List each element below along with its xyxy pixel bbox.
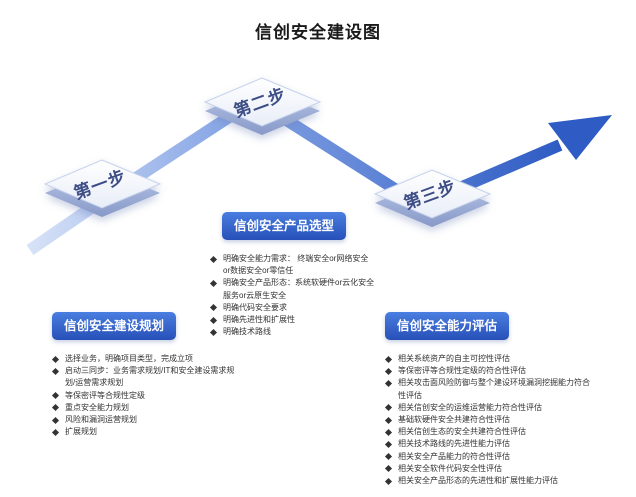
evaluation-list: 相关系统资产的自主可控性评估 等保密评等合规性定级的符合性评估 相关攻击面风险防…: [385, 353, 595, 487]
list-item: 相关安全产品形态的先进性和扩展性能力评估: [385, 475, 595, 487]
list-item: 明确安全能力需求： 终端安全or网络安全or数据安全or零信任: [210, 253, 375, 277]
list-item: 相关系统资产的自主可控性评估: [385, 353, 595, 365]
list-item: 明确技术路线: [210, 326, 375, 338]
arrow-head-icon: [548, 115, 612, 160]
list-item: 明确代码安全要求: [210, 302, 375, 314]
step-3-tile: 第三步: [373, 169, 492, 227]
list-item: 启动三同步：业务需求规划/IT和安全建设需求规划/运营需求规划: [52, 365, 242, 389]
page-title: 信创安全建设图: [255, 23, 381, 42]
list-item: 相关攻击面风险防御与整个建设环境漏洞挖掘能力符合性评估: [385, 377, 595, 401]
step-2-tile: 第二步: [203, 77, 322, 135]
selection-list: 明确安全能力需求： 终端安全or网络安全or数据安全or零信任 明确安全产品形态…: [210, 253, 375, 338]
list-item: 选择业务，明确项目类型，完成立项: [52, 353, 242, 365]
evaluation-heading: 信创安全能力评估: [385, 312, 509, 340]
selection-heading: 信创安全产品选型: [222, 212, 346, 240]
step-1-tile: 第一步: [43, 159, 162, 217]
list-item: 明确先进性和扩展性: [210, 314, 375, 326]
planning-list: 选择业务，明确项目类型，完成立项 启动三同步：业务需求规划/IT和安全建设需求规…: [52, 353, 242, 438]
list-item: 相关安全产品能力的符合性评估: [385, 451, 595, 463]
list-item: 相关安全软件代码安全性评估: [385, 463, 595, 475]
list-item: 明确安全产品形态：系统软硬件or云化安全服务or云原生安全: [210, 277, 375, 301]
list-item: 相关信创生态的安全共建符合性评估: [385, 426, 595, 438]
list-item: 风险和漏洞运营规划: [52, 414, 242, 426]
planning-heading: 信创安全建设规划: [52, 312, 176, 340]
list-item: 基础软硬件安全共建符合性评估: [385, 414, 595, 426]
list-item: 相关信创安全的运维运营能力符合性评估: [385, 402, 595, 414]
list-item: 相关技术路线的先进性能力评估: [385, 438, 595, 450]
list-item: 重点安全能力规划: [52, 402, 242, 414]
list-item: 等保密评等合规性定级的符合性评估: [385, 365, 595, 377]
list-item: 扩展规划: [52, 426, 242, 438]
list-item: 等保密评等合规性定级: [52, 390, 242, 402]
